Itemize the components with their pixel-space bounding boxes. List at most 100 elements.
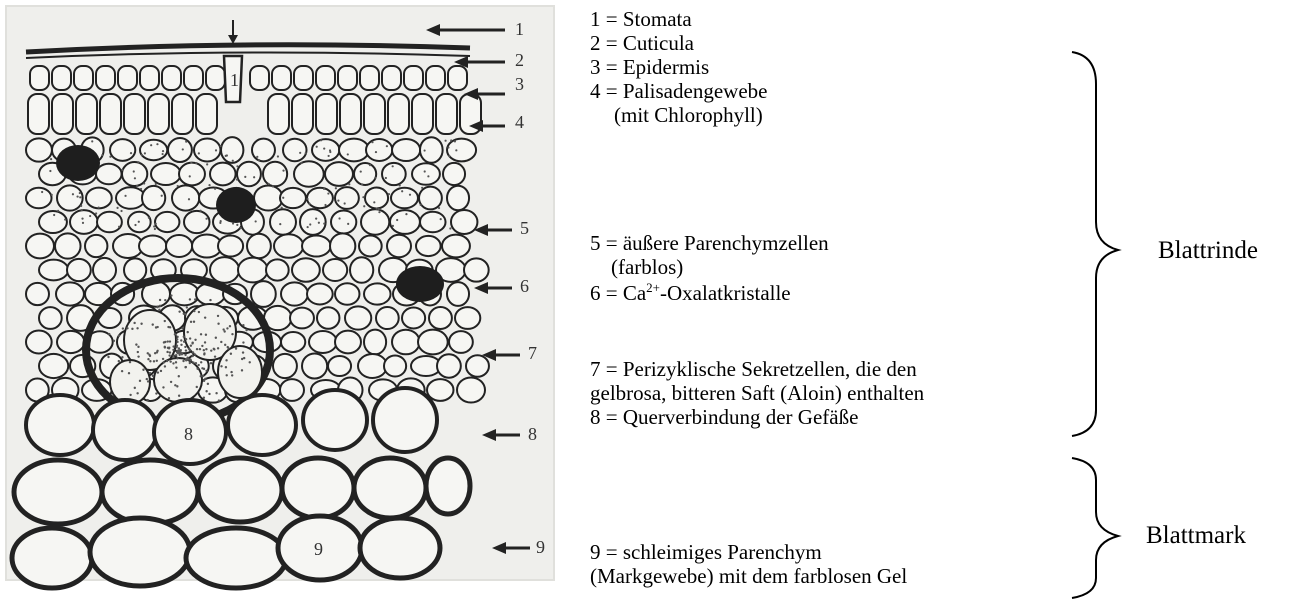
chlorophyll-dot xyxy=(449,227,451,229)
svg-text:5: 5 xyxy=(520,218,529,238)
medulla-cell xyxy=(102,460,198,524)
parenchyma-cell xyxy=(366,139,392,161)
vascular-dot xyxy=(230,353,232,355)
vascular-dot xyxy=(147,352,149,354)
vascular-dot xyxy=(208,393,210,395)
large-cell xyxy=(93,400,157,460)
chlorophyll-dot xyxy=(256,156,258,158)
large-cell xyxy=(303,390,367,450)
epidermis-cell xyxy=(360,66,379,90)
medulla-cell xyxy=(90,518,190,586)
vascular-dot xyxy=(168,397,170,399)
parenchyma-cell xyxy=(140,140,167,160)
vascular-dot xyxy=(172,354,174,356)
chlorophyll-dot xyxy=(299,152,301,154)
vascular-dot xyxy=(205,370,207,372)
parenchyma-cell xyxy=(384,355,406,376)
chlorophyll-dot xyxy=(98,207,100,209)
stoma-cell-label: 1 xyxy=(230,70,239,90)
oxalate-crystal xyxy=(216,187,256,223)
legend-item-5: 5 = äußere Parenchymzellen xyxy=(590,231,829,255)
parenchyma-cell xyxy=(447,186,469,211)
parenchyma-cell xyxy=(26,188,52,209)
chlorophyll-dot xyxy=(363,205,365,207)
vascular-dot xyxy=(133,322,135,324)
parenchyma-cell xyxy=(330,233,355,258)
chlorophyll-dot xyxy=(150,144,152,146)
epidermis-cell xyxy=(426,66,445,90)
vascular-dot xyxy=(220,341,222,343)
chlorophyll-dot xyxy=(219,222,221,224)
vascular-dot xyxy=(108,333,110,335)
parenchyma-cell xyxy=(302,353,327,378)
palisade-cell xyxy=(76,94,97,134)
vascular-dot xyxy=(229,325,231,327)
chlorophyll-dot xyxy=(454,140,456,142)
parenchyma-cell xyxy=(323,259,347,281)
vascular-dot xyxy=(242,351,244,353)
parenchyma-cell xyxy=(26,234,54,259)
parenchyma-cell xyxy=(391,188,418,209)
vascular-dot xyxy=(181,352,183,354)
chlorophyll-dot xyxy=(64,218,66,220)
vascular-dot xyxy=(175,361,177,363)
chlorophyll-dot xyxy=(120,210,122,212)
epidermis-cell xyxy=(206,66,225,90)
chlorophyll-dot xyxy=(225,155,227,157)
parenchyma-cell xyxy=(392,139,420,161)
vascular-dot xyxy=(166,351,168,353)
vascular-dot xyxy=(175,366,177,368)
parenchyma-cell xyxy=(328,356,351,376)
vascular-dot xyxy=(135,343,137,345)
chlorophyll-dot xyxy=(438,207,440,209)
vascular-dot xyxy=(162,358,164,360)
vascular-dot xyxy=(194,353,196,355)
chlorophyll-dot xyxy=(79,196,81,198)
vascular-dot xyxy=(176,338,178,340)
parenchyma-cell xyxy=(300,209,326,235)
vascular-dot xyxy=(190,321,192,323)
vascular-dot xyxy=(149,372,151,374)
parenchyma-cell xyxy=(447,139,476,162)
legend-item-1: 1 = Stomata xyxy=(590,7,692,31)
chlorophyll-dot xyxy=(344,202,346,204)
medulla-cell xyxy=(186,528,286,588)
parenchyma-cell xyxy=(57,331,84,353)
chlorophyll-dot xyxy=(190,161,192,163)
vascular-dot xyxy=(172,349,174,351)
chlorophyll-dot xyxy=(50,158,52,160)
vascular-dot xyxy=(174,384,176,386)
vascular-dot xyxy=(177,351,179,353)
parenchyma-cell xyxy=(335,187,359,209)
svg-text:7: 7 xyxy=(528,343,537,363)
medulla-cell xyxy=(360,518,440,578)
parenchyma-cell xyxy=(339,139,369,162)
chlorophyll-dot xyxy=(89,215,91,217)
chlorophyll-dot xyxy=(232,160,234,162)
vascular-dot xyxy=(215,337,217,339)
chlorophyll-dot xyxy=(401,190,403,192)
medulla-cell xyxy=(282,458,354,518)
chlorophyll-dot xyxy=(148,217,150,219)
vascular-dot xyxy=(220,365,222,367)
vascular-dot xyxy=(224,344,226,346)
parenchyma-cell xyxy=(290,308,314,329)
parenchyma-cell xyxy=(361,209,389,234)
chlorophyll-dot xyxy=(318,222,320,224)
parenchyma-cell xyxy=(416,236,441,256)
chlorophyll-dot xyxy=(155,183,157,185)
parenchyma-cell xyxy=(39,354,68,378)
vascular-dot xyxy=(121,370,123,372)
chlorophyll-dot xyxy=(444,140,446,142)
chlorophyll-dot xyxy=(253,176,255,178)
parenchyma-cell xyxy=(449,331,473,353)
vascular-dot xyxy=(136,327,138,329)
parenchyma-cell xyxy=(210,257,239,283)
vascular-dot xyxy=(164,365,166,367)
parenchyma-cell xyxy=(56,282,84,305)
vascular-dot xyxy=(118,360,120,362)
chlorophyll-dot xyxy=(130,152,132,154)
vascular-dot xyxy=(183,336,185,338)
vascular-dot xyxy=(183,313,185,315)
parenchyma-cell xyxy=(266,259,289,280)
